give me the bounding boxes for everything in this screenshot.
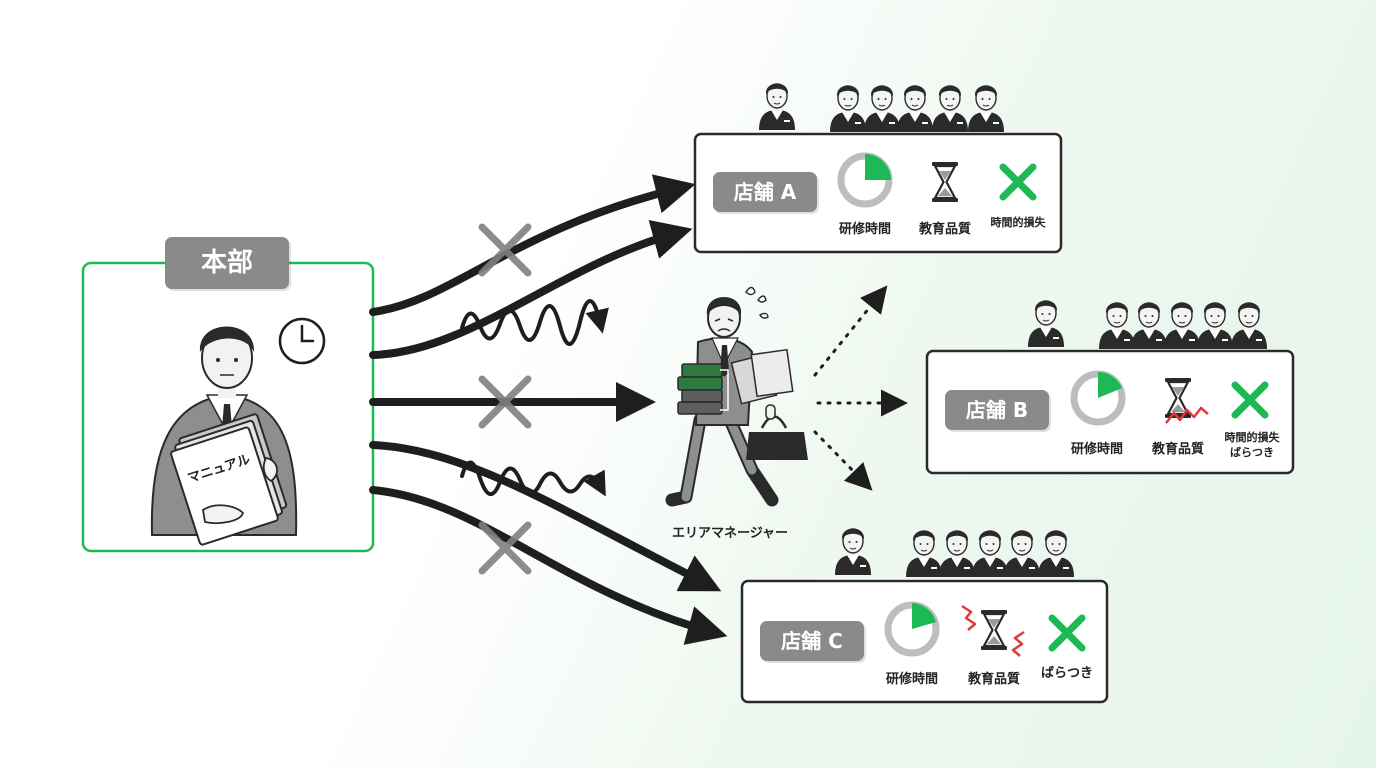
store-a-staff xyxy=(740,82,1062,138)
store-a-metric-time-loss: 時間的損失 xyxy=(990,216,1046,229)
progress-pie-icon xyxy=(884,601,940,657)
store-a-metric-training-time: 研修時間 xyxy=(838,222,891,237)
store-b-metric-training-time: 研修時間 xyxy=(1070,442,1123,457)
cross-icon xyxy=(478,223,532,277)
cross-icon xyxy=(478,521,532,575)
store-c-metric-education-quality: 教育品質 xyxy=(967,672,1020,687)
progress-pie-icon xyxy=(837,152,893,208)
store-b-name: 店舗 B xyxy=(945,390,1049,430)
store-c-metric-variance: ばらつき xyxy=(1040,666,1093,681)
clock-icon xyxy=(278,317,326,365)
flow-arrows xyxy=(369,174,728,645)
arrow-hq-to-store-c-2 xyxy=(369,486,728,645)
arrow-hq-to-store-c xyxy=(369,441,722,592)
manual-book-icon: マニュアル xyxy=(170,413,288,546)
briefcase-icon xyxy=(746,404,808,460)
blocked-cross-icons xyxy=(478,223,532,575)
store-c-staff xyxy=(815,527,1107,585)
store-b-staff xyxy=(1010,299,1294,355)
store-b-metric-variance: ばらつき xyxy=(1230,446,1274,459)
store-c-name: 店舗 C xyxy=(760,621,864,661)
store-a-metric-education-quality: 教育品質 xyxy=(918,222,971,237)
cross-icon xyxy=(478,375,532,429)
store-c-metric-training-time: 研修時間 xyxy=(885,672,938,687)
store-b-metric-time-loss: 時間的損失 xyxy=(1224,431,1280,444)
store-c-card xyxy=(740,579,1109,704)
store-b-metric-education-quality: 教育品質 xyxy=(1151,442,1204,457)
papers-icon xyxy=(730,348,794,405)
area-manager-label: エリアマネージャー xyxy=(671,526,789,541)
zigzag-warning-icon xyxy=(961,604,1025,657)
binder-stack-icon xyxy=(677,363,729,415)
store-a-card xyxy=(693,132,1063,254)
dotted-arrows xyxy=(813,285,908,491)
headquarters-label: 本部 xyxy=(165,237,289,289)
arrow-hq-to-store-a-2 xyxy=(369,220,693,359)
zigzag-warning-icon xyxy=(1165,406,1209,424)
store-a-name: 店舗 A xyxy=(713,172,817,212)
store-b-card xyxy=(925,349,1295,475)
progress-pie-icon xyxy=(1070,370,1126,426)
wavy-arrow-upper xyxy=(460,299,609,346)
